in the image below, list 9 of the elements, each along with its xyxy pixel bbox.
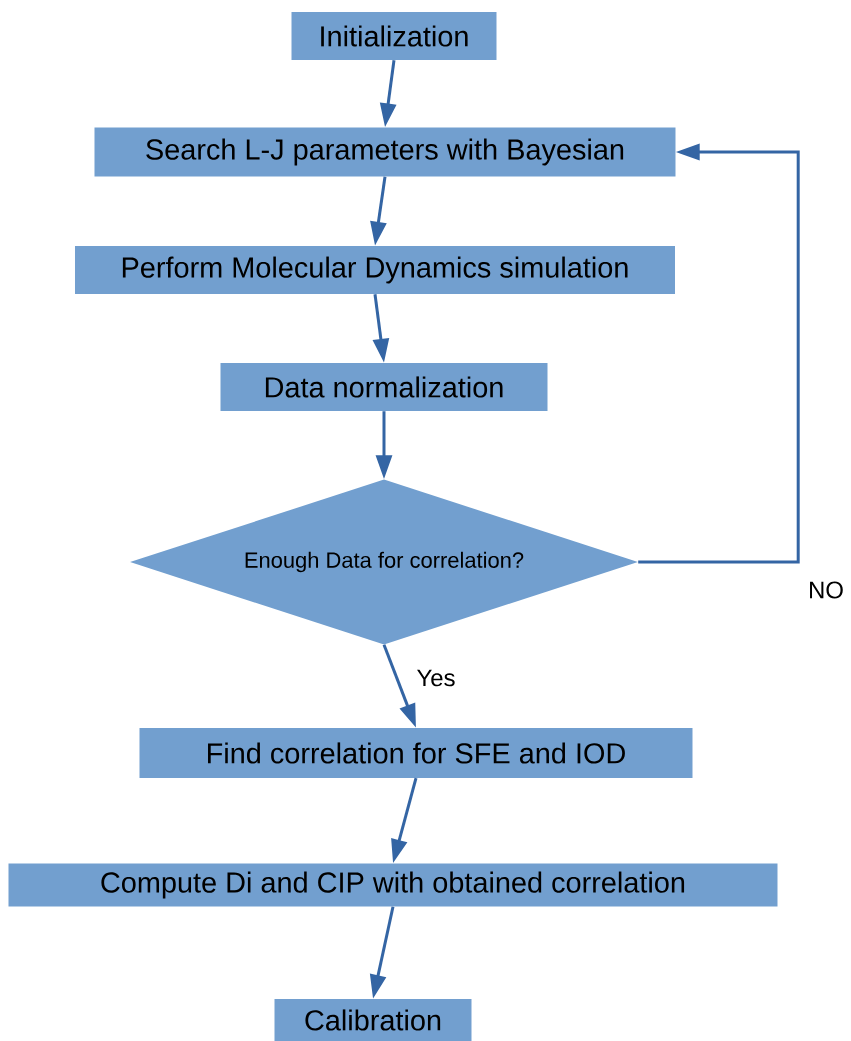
edge-label: NO [807,580,845,600]
process-box: Initialization [291,12,497,60]
edge-label: Yes [415,668,457,688]
process-box: Data normalization [220,363,548,411]
process-box: Compute Di and CIP with obtained correlation [8,863,778,907]
process-box: Find correlation for SFE and IOD [139,728,693,778]
process-box: Calibration [274,999,472,1041]
process-box: Perform Molecular Dynamics simulation [75,246,675,294]
process-box: Search L-J parameters with Bayesian [94,127,676,177]
